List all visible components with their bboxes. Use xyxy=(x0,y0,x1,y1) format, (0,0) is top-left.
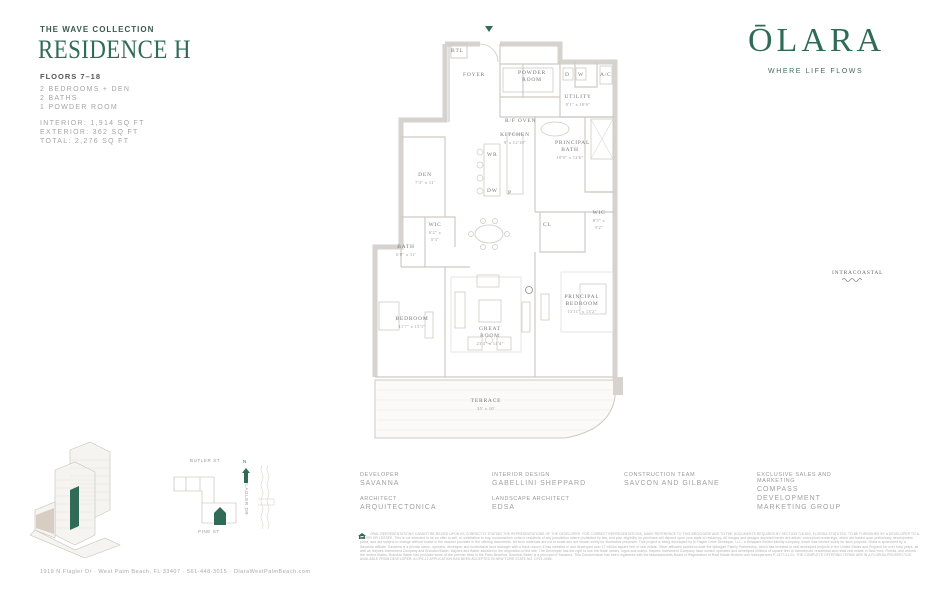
wave-icon xyxy=(842,278,863,282)
room-btl: BTL xyxy=(451,48,464,54)
appliance-wine-refrigerator: WR xyxy=(487,152,498,158)
area-summary: INTERIOR: 1,914 SQ FT EXTERIOR: 362 SQ F… xyxy=(40,119,145,146)
room-pantry: P xyxy=(508,190,512,196)
legal-disclaimer: ORAL REPRESENTATIONS CANNOT BE RELIED UP… xyxy=(360,532,919,562)
credit-developer: DEVELOPER SAVANNA xyxy=(360,472,400,487)
room-powder: POWDER ROOM xyxy=(517,70,547,83)
building-isometric-illustration xyxy=(30,441,121,559)
appliance-ac: A/C xyxy=(600,72,612,78)
appliance-dishwasher: DW xyxy=(487,188,498,194)
footer-website-link[interactable]: OlaraWestPalmBeach.com xyxy=(233,569,311,575)
room-summary-baths: 2 BATHS xyxy=(40,95,78,102)
credit-construction: CONSTRUCTION TEAM SAVCON AND GILBANE xyxy=(624,472,720,487)
footer-phone[interactable]: 561-448-3015 xyxy=(186,569,228,575)
residence-title: RESIDENCE H xyxy=(38,35,191,64)
street-butler: BUTLER ST xyxy=(190,458,221,463)
room-closet: CL xyxy=(543,222,552,228)
room-foyer: FOYER xyxy=(463,72,486,78)
entry-marker-icon xyxy=(485,26,493,32)
area-interior: INTERIOR: 1,914 SQ FT xyxy=(40,120,145,127)
street-flagler: FLAGLER DR xyxy=(244,481,249,516)
credit-landscape-architect: LANDSCAPE ARCHITECT EDSA xyxy=(492,496,570,511)
north-arrow-icon xyxy=(242,468,250,483)
equal-housing-icon xyxy=(358,533,366,539)
site-map: BUTLER ST PINE ST FLAGLER DR N xyxy=(172,455,282,540)
collection-label: THE WAVE COLLECTION xyxy=(40,25,155,34)
footer-address: 1919 N Flagler Dr xyxy=(40,569,92,575)
appliance-dryer: D xyxy=(565,72,570,78)
olara-logo: ŌLARA xyxy=(748,22,886,59)
floor-plan-drawing xyxy=(372,26,623,439)
credit-sales-marketing: EXCLUSIVE SALES AND MARKETING COMPASS DE… xyxy=(757,472,842,511)
north-label: N xyxy=(243,459,247,464)
appliance-oven: R/F OVEN xyxy=(505,118,537,124)
room-summary-powder: 1 POWDER ROOM xyxy=(40,104,118,111)
area-exterior: EXTERIOR: 362 SQ FT xyxy=(40,129,139,136)
room-summary: 2 BEDROOMS + DEN 2 BATHS 1 POWDER ROOM xyxy=(40,85,130,112)
area-total: TOTAL: 2,276 SQ FT xyxy=(40,138,130,145)
street-pine: PINE ST xyxy=(198,529,220,534)
floors-label: FLOORS 7–18 xyxy=(40,72,102,81)
intracoastal-label: INTRACOASTAL xyxy=(832,270,884,276)
brand-tagline: WHERE LIFE FLOWS xyxy=(768,68,864,75)
terrace-outline xyxy=(374,379,616,439)
credit-architect: ARCHITECT ARQUITECTONICA xyxy=(360,496,437,511)
residence-highlight xyxy=(70,486,79,530)
room-summary-bedrooms: 2 BEDROOMS + DEN xyxy=(40,86,131,93)
footer-city: West Palm Beach, FL 33407 xyxy=(98,569,181,575)
appliance-washer: W xyxy=(578,72,584,78)
credit-interior-design: INTERIOR DESIGN GABELLINI SHEPPARD xyxy=(492,472,587,487)
footer-contact: 1919 N Flagler Dr · West Palm Beach, FL … xyxy=(40,569,311,575)
